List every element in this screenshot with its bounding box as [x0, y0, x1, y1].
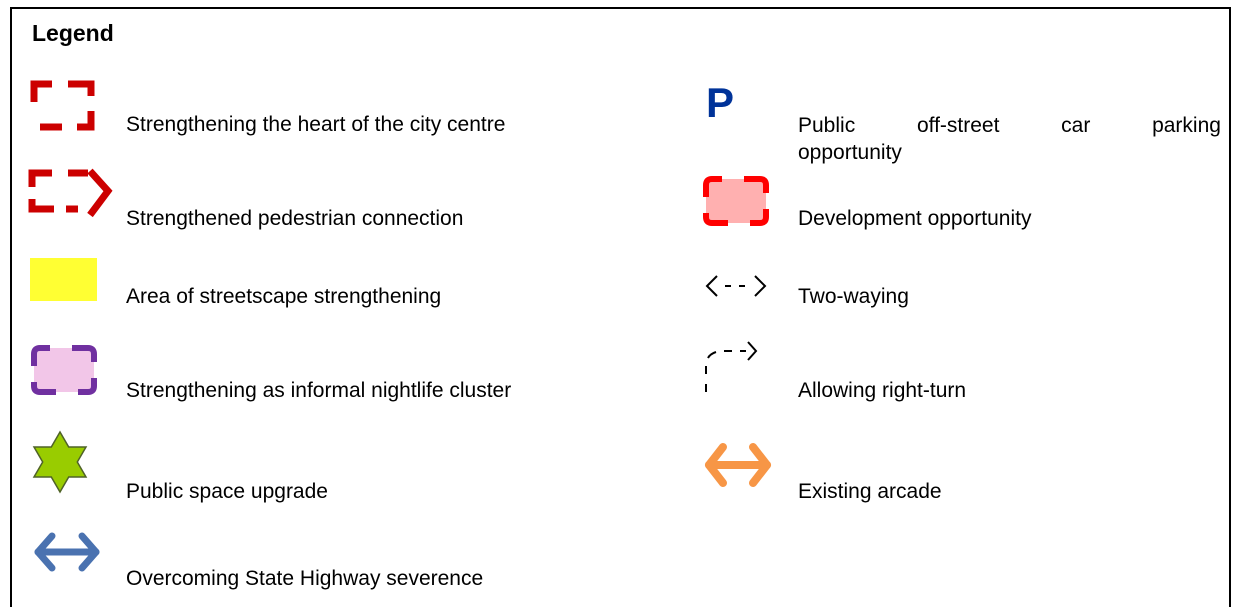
green-star-icon [32, 430, 88, 494]
red-dashed-bracket-icon [30, 80, 95, 131]
red-dashed-arrow-icon [28, 168, 113, 218]
legend-title: Legend [32, 20, 114, 46]
legend-panel [10, 7, 1231, 607]
legend-label-city-centre: Strengthening the heart of the city cent… [126, 113, 506, 136]
two-way-arrow-icon [705, 275, 767, 297]
blue-double-arrow-icon [34, 532, 100, 572]
orange-double-arrow-icon [705, 443, 771, 487]
red-dashed-filled-box-icon [703, 176, 769, 226]
legend-label-parking: Public off-street car parking opportunit… [798, 112, 1221, 166]
legend-label-development: Development opportunity [798, 207, 1032, 230]
parking-word-3: car [1061, 114, 1091, 137]
legend-label-arcade: Existing arcade [798, 480, 942, 503]
purple-dashed-box-icon [31, 345, 97, 395]
legend-label-nightlife: Strengthening as informal nightlife clus… [126, 379, 512, 402]
parking-word-4: parking [1152, 114, 1221, 137]
legend-label-public-space: Public space upgrade [126, 480, 328, 503]
legend-label-state-highway: Overcoming State Highway severence [126, 567, 484, 590]
parking-word-2: off-street [916, 114, 1000, 137]
right-turn-arrow-icon [705, 341, 758, 392]
parking-word-1: Public [798, 114, 856, 137]
legend-label-streetscape: Area of streetscape strengthening [126, 285, 442, 308]
parking-icon: P [706, 79, 735, 126]
legend-label-two-waying: Two-waying [798, 285, 909, 308]
yellow-square-icon [30, 258, 97, 301]
parking-line-2: opportunity [798, 141, 902, 164]
legend-label-pedestrian-connection: Strengthened pedestrian connection [126, 207, 464, 230]
legend-label-right-turn: Allowing right-turn [798, 379, 967, 402]
